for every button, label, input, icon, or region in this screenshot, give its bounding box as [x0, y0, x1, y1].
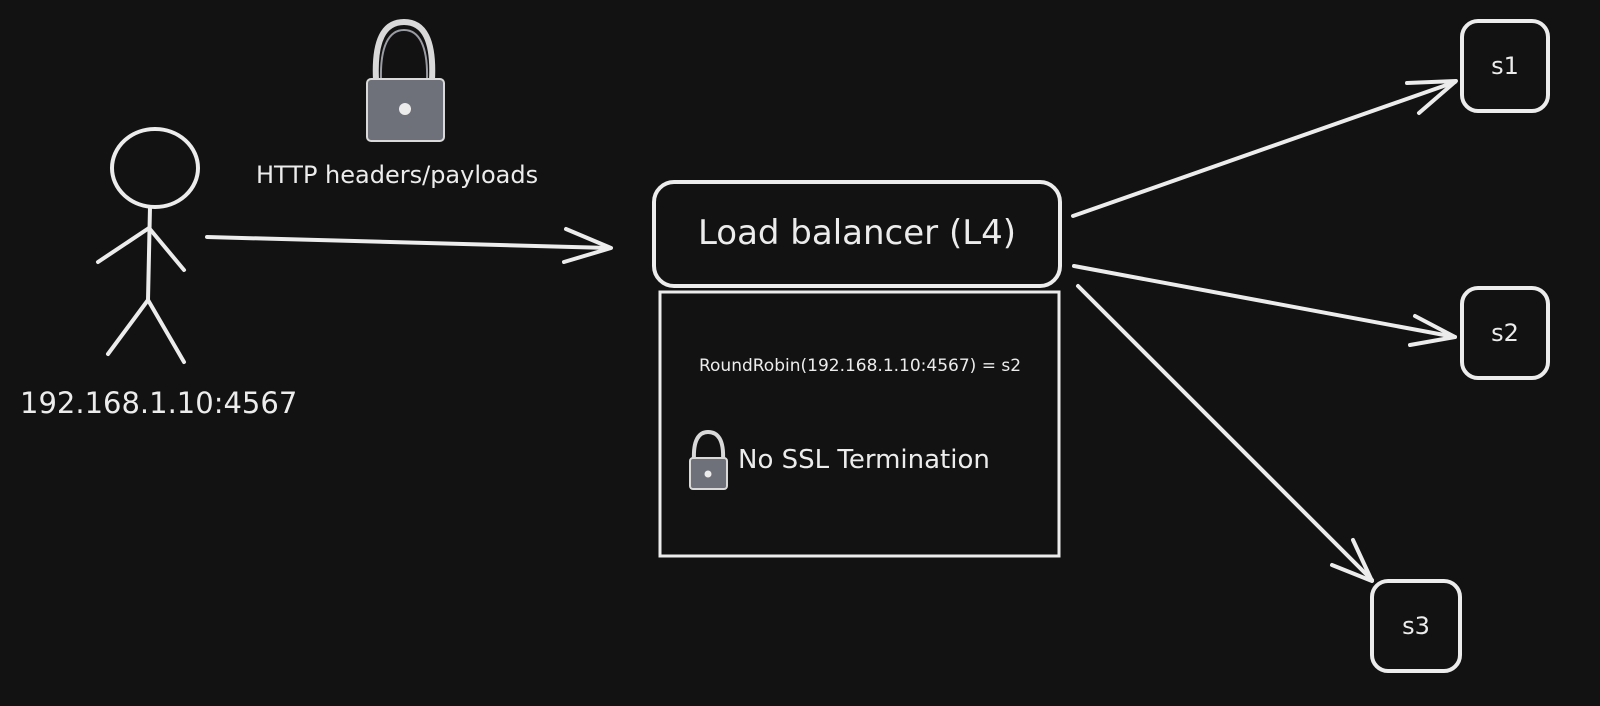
client-head [110, 127, 200, 209]
routing-rule: RoundRobin(192.168.1.10:4567) = s2 [698, 356, 1022, 376]
payload-lock-icon [366, 18, 445, 142]
payload-label: HTTP headers/payloads [256, 161, 539, 189]
lb-detail-box [658, 290, 1061, 558]
load-balancer-title: Load balancer (L4) [697, 213, 1017, 253]
ssl-note: No SSL Termination [738, 445, 990, 475]
server-s2-label: s2 [1491, 319, 1519, 347]
server-s2-box [1460, 286, 1550, 380]
server-s3-box [1370, 579, 1462, 673]
ssl-lock-icon [689, 429, 728, 490]
lb-to-s2-arrow [1072, 264, 1457, 347]
client-arm-right [147, 226, 186, 272]
load-balancer-box [652, 180, 1062, 288]
server-s1-label: s1 [1491, 52, 1519, 80]
client-to-lb-arrow [205, 227, 613, 264]
server-s1-box [1460, 19, 1550, 113]
client-address: 192.168.1.10:4567 [20, 386, 298, 420]
client-leg-left [106, 298, 150, 356]
lb-to-s3-arrow [1076, 284, 1374, 583]
client-leg-right [146, 298, 186, 364]
client-arm-left [96, 226, 151, 264]
server-s3-label: s3 [1402, 612, 1430, 640]
client-torso [146, 205, 152, 302]
lb-to-s1-arrow [1071, 79, 1458, 218]
client-figure [96, 127, 200, 364]
